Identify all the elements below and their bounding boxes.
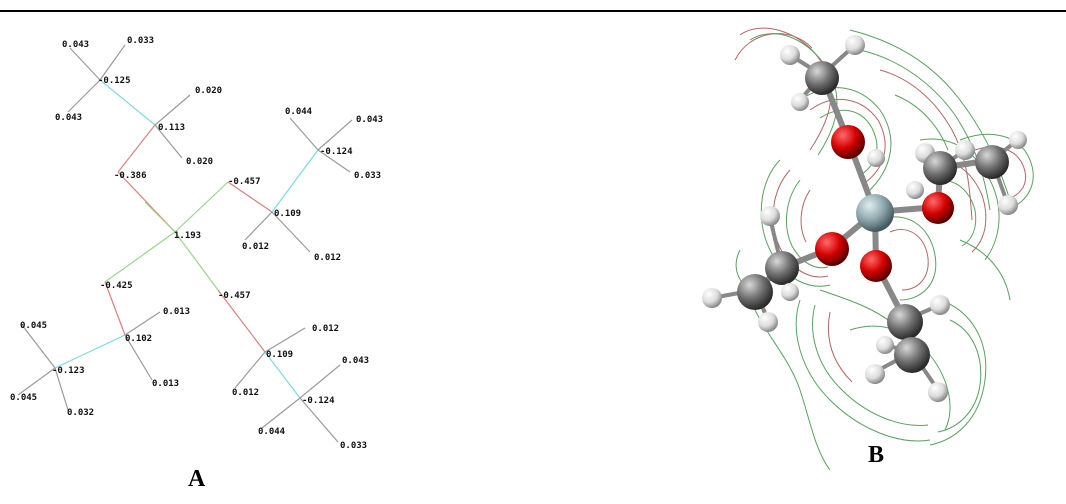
charge-label: 0.033 (354, 171, 381, 181)
charge-label: -0.125 (98, 76, 131, 86)
charge-label: 0.044 (285, 107, 313, 117)
carbon-atom (765, 251, 799, 285)
charge-label: 0.043 (342, 356, 369, 366)
charge-label: 0.043 (55, 113, 82, 123)
charge-label: 0.012 (314, 253, 341, 263)
hydrogen-atom (867, 149, 885, 167)
charge-label: 0.013 (163, 307, 190, 317)
charge-label: -0.123 (52, 366, 85, 376)
central-atom (856, 194, 894, 232)
hydrogen-atom (758, 312, 778, 332)
carbon-atom (923, 151, 957, 185)
oxygen-atom (922, 192, 954, 224)
charge-label: 1.193 (174, 231, 201, 241)
charge-label: 0.013 (152, 379, 179, 389)
hydrogen-atom (781, 283, 799, 301)
top-rule (0, 10, 1066, 12)
charge-label: -0.386 (114, 171, 147, 181)
hydrogen-atom (791, 93, 809, 111)
charge-label: 0.045 (20, 321, 47, 331)
panel-a-structure: 0.043 0.033 -0.125 0.043 0.020 0.113 0.0… (10, 36, 383, 451)
charge-label: -0.124 (320, 147, 353, 157)
charge-label: -0.457 (218, 291, 251, 301)
charge-label: 0.044 (258, 427, 286, 437)
charge-label: 0.102 (125, 334, 152, 344)
density-contours (734, 27, 1034, 471)
hydrogen-atom (876, 336, 894, 354)
oxygen-atom (815, 232, 849, 266)
charge-label: 0.012 (242, 242, 269, 252)
hydrogen-atom (928, 382, 948, 402)
hydrogen-atom (930, 295, 950, 315)
charge-label: 0.032 (67, 408, 94, 418)
carbon-atom (737, 274, 773, 310)
charge-label: 0.045 (10, 393, 37, 403)
hydrogen-atom (998, 195, 1018, 215)
charge-label: 0.043 (356, 115, 383, 125)
charge-label: 0.109 (274, 209, 301, 219)
carbon-atom (894, 337, 930, 373)
atoms (702, 35, 1027, 402)
hydrogen-atom (865, 364, 885, 384)
carbon-atom (975, 145, 1009, 179)
charge-label: -0.457 (228, 177, 261, 187)
charge-label: 0.043 (62, 40, 89, 50)
carbon-atom (805, 61, 839, 95)
charge-label: 0.020 (195, 86, 222, 96)
charge-label: 0.109 (266, 350, 293, 360)
oxygen-atom (831, 125, 865, 159)
oxygen-atom (860, 250, 892, 282)
hydrogen-atom (1009, 131, 1027, 149)
charge-label: 0.020 (186, 157, 213, 167)
carbon-atom (887, 304, 923, 340)
hydrogen-atom (780, 45, 800, 65)
hydrogen-atom (702, 288, 722, 308)
panel-b-label: B (868, 442, 885, 468)
hydrogen-atom (906, 181, 924, 199)
panel-a-label: A (188, 466, 206, 492)
hydrogen-atom (845, 35, 865, 55)
charge-label: 0.113 (158, 123, 185, 133)
charge-label: 0.033 (127, 36, 154, 46)
hydrogen-atom (955, 140, 975, 160)
charge-label: 0.033 (340, 441, 367, 451)
hydrogen-atom (760, 206, 780, 226)
charge-label: 0.012 (312, 324, 339, 334)
charge-label: -0.124 (302, 396, 335, 406)
charge-label: 0.012 (232, 388, 259, 398)
charge-label: -0.425 (100, 281, 133, 291)
